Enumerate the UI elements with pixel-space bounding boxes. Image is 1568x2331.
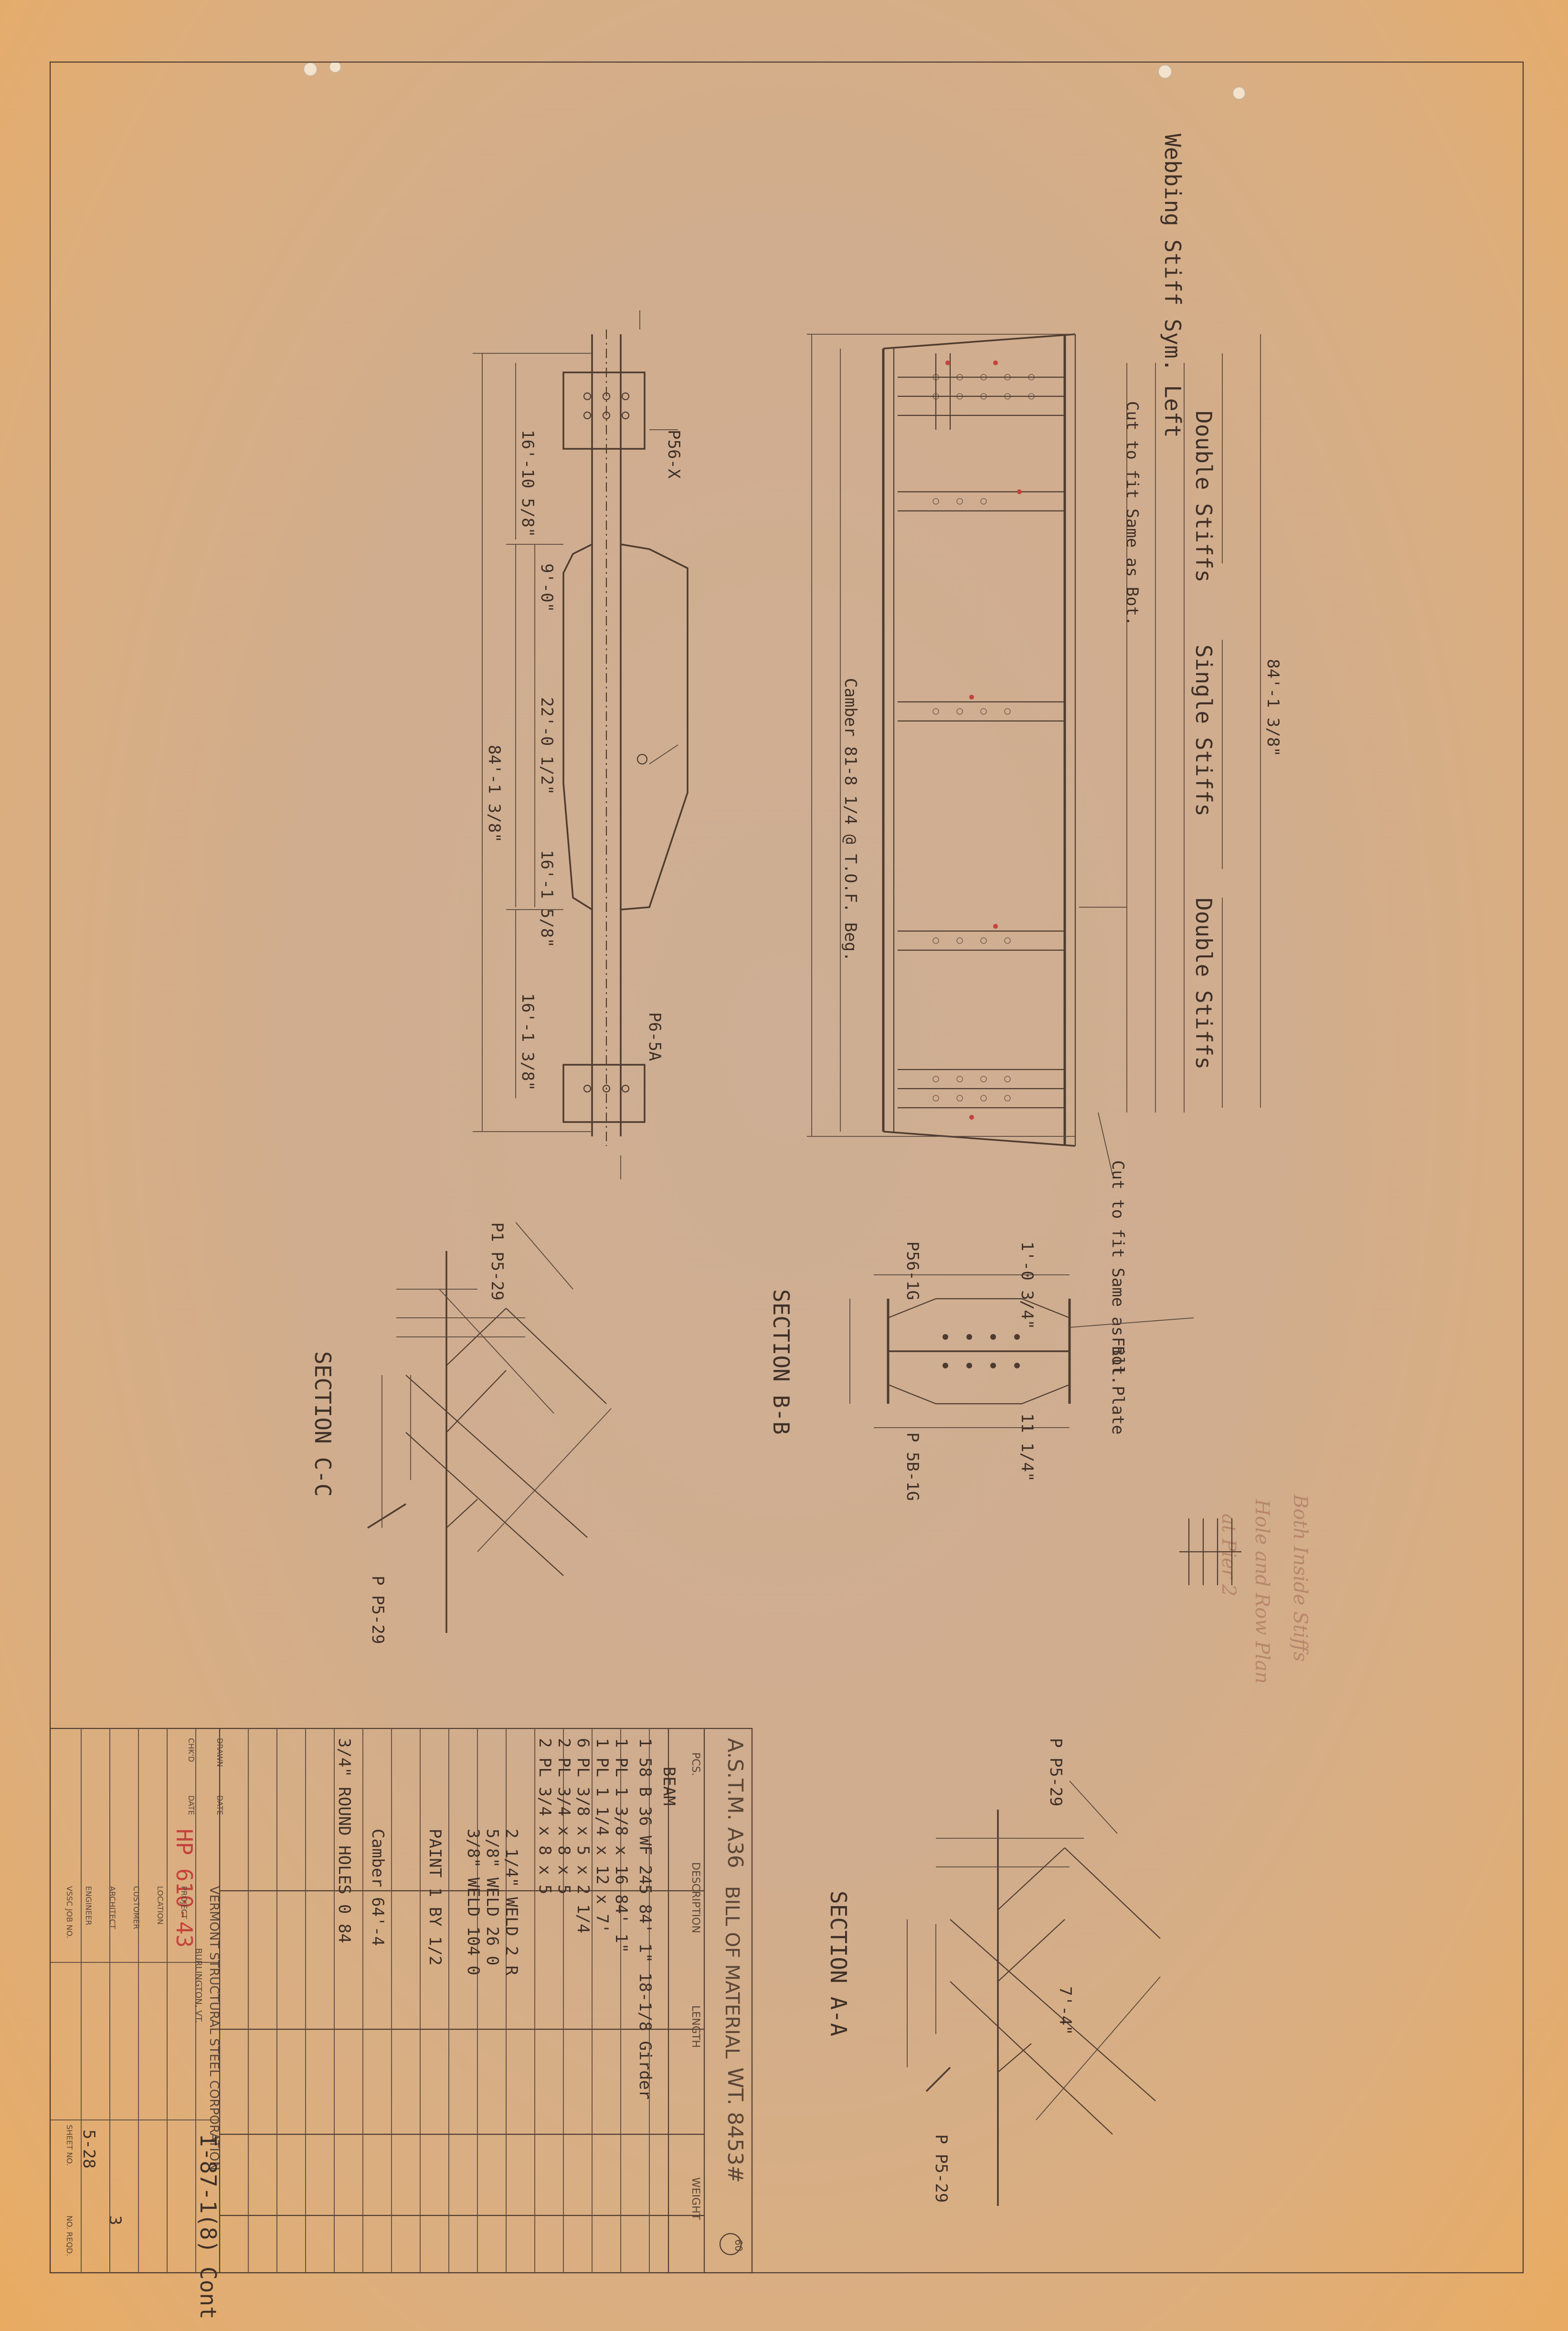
elev-label-top: Double Stiffs [1191,411,1217,583]
pencil-sketch [1179,1518,1241,1585]
tb-label: NO. REQD. [65,2215,74,2256]
tb-label: CUSTOMER [132,1886,141,1929]
pencil-note-2: Hole and Row Plan [1251,1499,1273,1684]
bom-row: 3/4" ROUND HOLES 0 84 [335,1738,354,1943]
bom-row: PAINT 1 BY 1/2 [425,1829,445,1966]
elev-cut-top: Cut to fit Same as Bot. [1123,401,1142,626]
section-bb [849,1274,1194,1428]
bom-row: 5/8" WELD 26 0 [483,1829,502,1966]
section-cc [367,1222,612,1633]
elev-cut-bottom: Cut to fit Same as Bot. [1108,1160,1127,1385]
plan-overall-dim: 84'-1 3/8" [485,745,504,843]
elev-label-mid: Single Stiffs [1191,645,1217,816]
bom-row: Camber 64'-4 [368,1829,387,1946]
plan-view [473,310,689,1179]
tb-label: LOCATION [156,1886,165,1925]
bom-weight: WT. 8453# [723,2067,747,2183]
bom-row: 1 PL 1 3/8 x 16 84' 1" [612,1738,631,1953]
punch-hole [329,61,341,73]
drawing-number: HP 610-43 [171,1829,197,1948]
section-aa-mark-top: P P5-29 [1046,1738,1065,1806]
section-aa-title: SECTION A-A [826,1891,851,2036]
plan-seg-3: 22'-0 1/2" [537,697,556,795]
company-name: VERMONT STRUCTURAL STEEL CORPORATION [207,1886,221,2171]
tb-label: DATE [187,1795,196,1815]
plan-seg-2: 9'-0" [537,563,556,612]
bom-header: BILL OF MATERIAL [721,1886,743,2059]
section-bb-title: SECTION B-B [768,1289,794,1435]
section-cc-mark-bot: P P5-29 [368,1576,387,1644]
pencil-note-3: at Pier 2 [1218,1514,1240,1596]
bom-col-pcs: PCS. [689,1752,701,1776]
bom-row: 2 PL 3/4 x 8 x 5 [554,1738,573,1895]
bom-col-weight: WEIGHT [689,2177,701,2220]
elev-webbing: Webbing Stiff Sym. Left [1160,134,1186,438]
section-aa-mark-bot: P P5-29 [932,2134,951,2203]
punch-hole [1232,86,1246,100]
pencil-note-1: Both Inside Stiffs [1289,1494,1311,1662]
section-bb-mark-top: P56-1G [903,1241,922,1300]
bom-row: 6 PL 3/8 x 5 x 2 1/4 [573,1738,593,1933]
sheet-stamp: 60 [733,2239,744,2251]
section-aa [907,1780,1161,2206]
sheet-number: 5-28 [79,2130,98,2169]
bom-spec: A.S.T.M. A36 [723,1738,747,1868]
tb-label: ENGINEER [84,1886,93,1926]
tb-label: SHEET NO. [65,2125,74,2166]
bom-row: 3/8" WELD 104 0 [464,1829,483,1975]
section-bb-dim-1: 1'-0 3/4" [1017,1241,1037,1329]
bom-col-length: LENGTH [689,2005,701,2048]
tb-label: PROJECT [180,1886,189,1919]
bom-col-desc: DESCRIPTION [689,1862,701,1933]
section-bb-fill: Fill Plate [1108,1337,1127,1435]
bom-row: 2 1/4" WELD 2 R [502,1829,521,1976]
punch-hole [1158,64,1172,79]
bom-row: BEAM [659,1767,678,1806]
elev-camber: Camber 81-8 1/4 @ T.O.F. Beg. [841,678,860,962]
elevation-view [807,333,1261,1175]
section-cc-title: SECTION C-C [310,1351,336,1497]
drawing-mark: I-87-1(8) Cont #3 [195,2134,221,2331]
bom-row: 1 PL 1 1/4 x 12 x 7' [593,1738,612,1933]
tb-label: CHK'D [187,1738,196,1762]
elev-label-bottom: Double Stiffs [1191,898,1217,1070]
sheet-count: 3 [106,2215,125,2225]
tb-label: DRAWN [215,1738,224,1767]
plan-seg-5: 16'-1 5/8" [537,850,556,948]
tb-label: DATE [215,1795,224,1815]
bill-of-material-grid [49,1727,753,2274]
section-cc-mark-top: P1 P5-29 [487,1222,507,1301]
section-bb-dim-2: 11 1/4" [1017,1413,1037,1482]
section-aa-dim: 7'-4" [1056,1986,1075,2035]
punch-hole [303,62,318,76]
section-bb-mark-bot: P 5B-1G [903,1432,922,1501]
plan-seg-4: 16'-1 3/8" [518,993,537,1091]
bom-row: 2 PL 3/4 x 8 x 5 [535,1738,554,1895]
plan-mark-top: P56-X [664,430,683,479]
tb-label: VSSC JOB NO. [65,1886,74,1939]
plan-mark-bottom: P6-5A [645,1012,664,1061]
bom-row: 1 58 B 36 WF 245 84' 1" 18-1/8 Girder [636,1738,655,2099]
sheet-border [49,61,1524,2274]
company-city: BURLINGTON, VT. [193,1948,203,2023]
elev-overall-dim: 84'-1 3/8" [1263,659,1282,757]
plan-seg-1: 16'-10 5/8" [518,430,537,537]
tb-label: ARCHITECT [108,1886,117,1929]
